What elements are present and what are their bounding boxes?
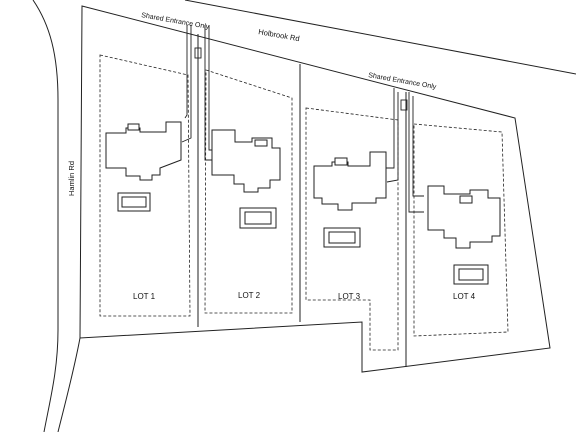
house-lot-1-detail [127, 123, 140, 131]
pool-lot-2-outer [239, 207, 277, 229]
pool-lot-4-inner [458, 268, 484, 281]
pool-lot-1-inner [121, 196, 147, 208]
houses [105, 121, 501, 249]
holbrook-rd-label: Holbrook Rd [258, 27, 301, 43]
setback-lot-2 [204, 69, 293, 314]
driveway-lot-1-b [181, 25, 192, 143]
pool-lot-3-outer [323, 227, 361, 248]
road-edges [32, 0, 576, 432]
lot-2-label: LOT 2 [238, 291, 261, 300]
house-lot-4 [427, 185, 501, 249]
holbrook-rd-edge [184, 0, 576, 75]
lot-3-label: LOT 3 [338, 292, 361, 301]
shared-entrance-label-1: Shared Entrance Only [141, 12, 211, 31]
lot-lines [197, 34, 407, 367]
shared-entrance-label-2: Shared Entrance Only [368, 72, 438, 91]
shared-gate-2 [400, 99, 408, 111]
driveway-lot-1 [184, 25, 188, 119]
pool-lot-1-outer [117, 192, 151, 212]
driveway-lot-3 [386, 88, 395, 169]
lot-1-label: LOT 1 [133, 292, 156, 301]
lot-4-label: LOT 4 [453, 292, 476, 301]
setback-lot-1 [99, 54, 191, 317]
setback-lot-3 [305, 107, 399, 351]
pool-lot-3-inner [328, 231, 356, 244]
pools [117, 192, 489, 285]
shared-gate-1 [194, 47, 202, 59]
pool-lot-2-inner [244, 211, 272, 225]
driveway-lot-3-b [386, 92, 399, 183]
hamlin-rd-label: Hamlin Rd [67, 161, 76, 196]
driveway-lot-4 [408, 92, 424, 213]
house-lot-3-detail [334, 157, 348, 166]
driveway-lot-4-b [412, 96, 424, 197]
driveway-lot-2 [204, 25, 212, 161]
house-lot-2 [211, 129, 281, 193]
hamlin-rd-inner-edge [57, 337, 81, 432]
property-boundary [79, 5, 551, 373]
house-lot-4-detail [459, 195, 473, 204]
pool-lot-4-outer [453, 264, 489, 285]
house-lot-3 [313, 151, 387, 211]
house-lot-2-detail [254, 139, 268, 147]
house-lot-1 [105, 121, 182, 181]
hamlin-rd-edge [32, 0, 59, 432]
